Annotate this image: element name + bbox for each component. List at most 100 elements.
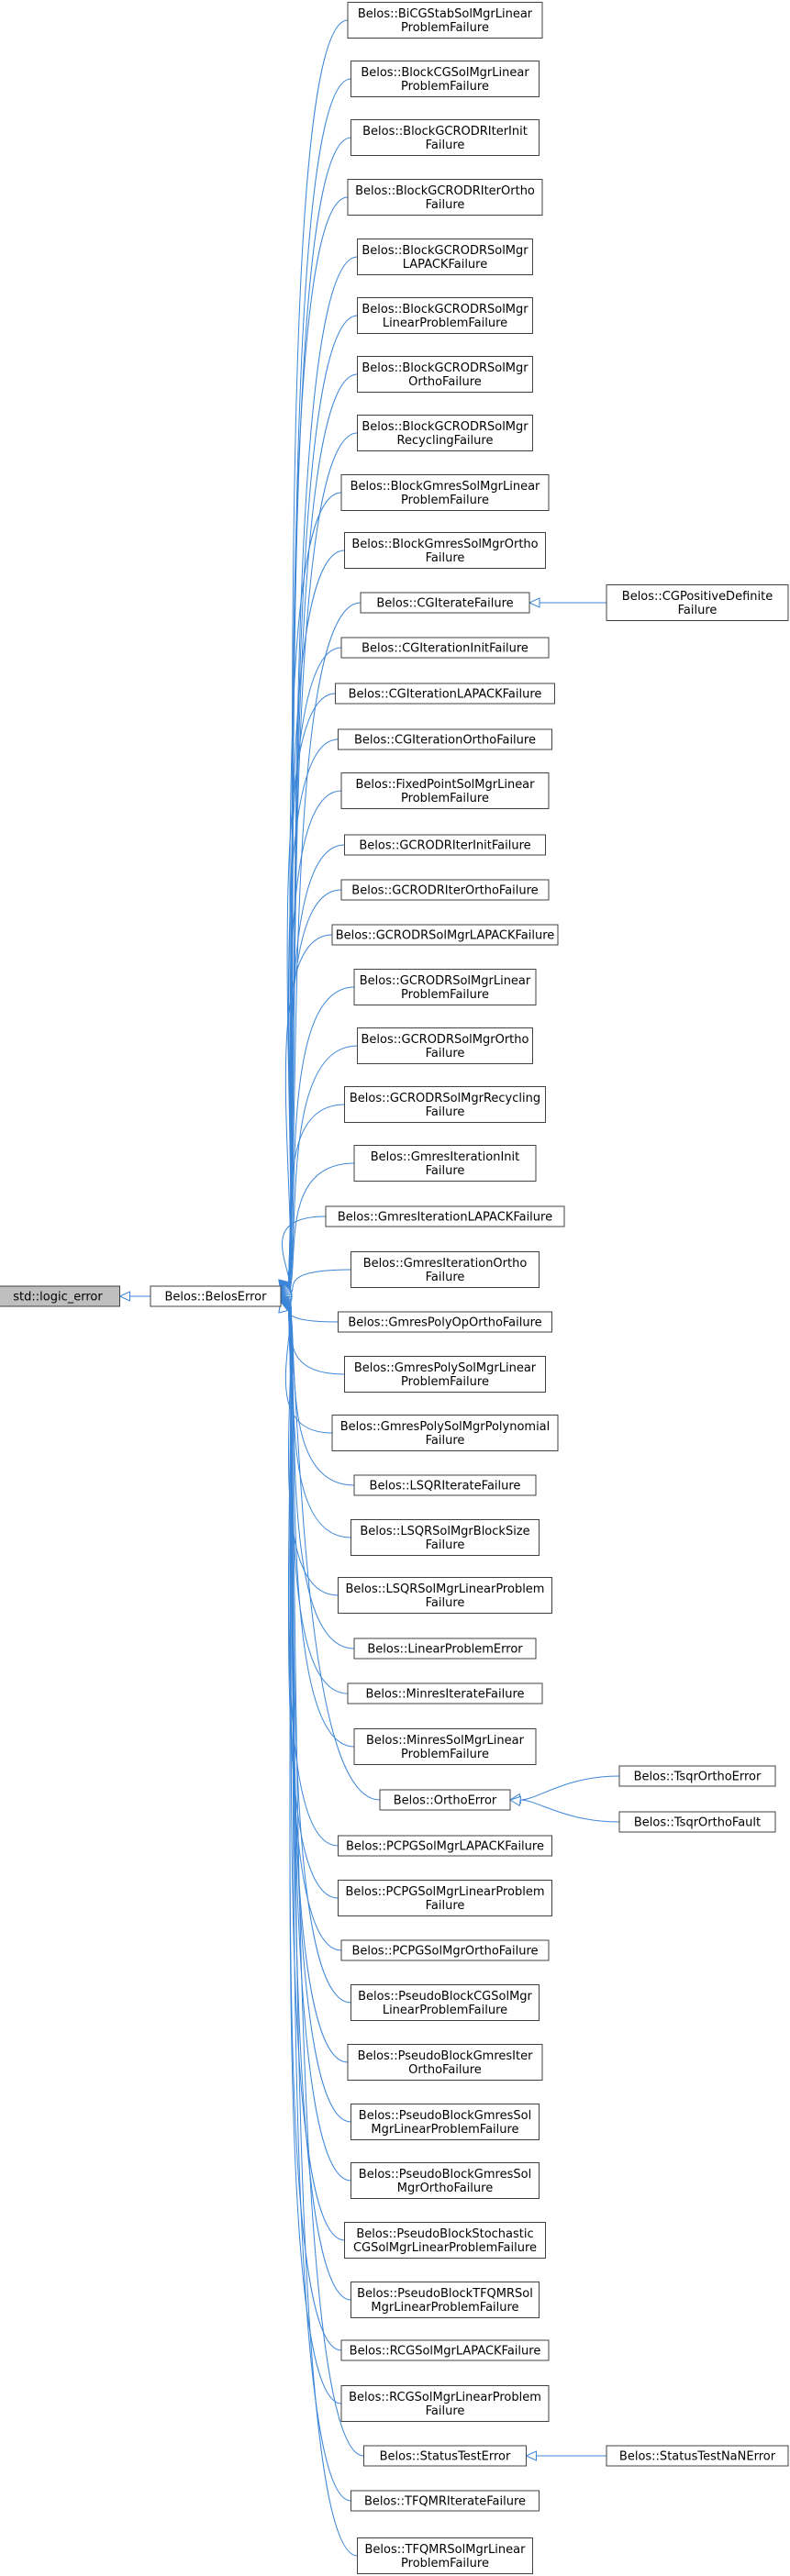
class-node-statustest-nan-box bbox=[606, 2445, 789, 2467]
class-node-pcpg-lapack[interactable]: Belos::PCPGSolMgrLAPACKFailure bbox=[338, 1835, 552, 1857]
class-node-gmres-init-box bbox=[353, 1145, 537, 1182]
class-node-gcrodr-init[interactable]: Belos::GCRODRIterInitFailure bbox=[344, 834, 546, 856]
class-node-pbstoch[interactable]: Belos::PseudoBlockStochasticCGSolMgrLine… bbox=[344, 2222, 546, 2259]
class-node-gcrodr-lapack[interactable]: Belos::GCRODRSolMgrLAPACKFailure bbox=[331, 924, 559, 946]
class-node-pbgmres-lp[interactable]: Belos::PseudoBlockGmresSolMgrLinearProbl… bbox=[350, 2104, 540, 2140]
logic-error-node-label-line: std::logic_error bbox=[13, 1291, 103, 1305]
class-node-gcrodr-lp-label-line: ProblemFailure bbox=[401, 988, 489, 1002]
class-node-pbtfqmr-box bbox=[350, 2282, 540, 2318]
class-node-pbstoch-label-line: Belos::PseudoBlockStochastic bbox=[356, 2227, 533, 2241]
class-node-lsqr-lp-label-line: Failure bbox=[426, 1596, 465, 1610]
class-node-rcg-lapack-label-line: Belos::RCGSolMgrLAPACKFailure bbox=[350, 2345, 541, 2359]
edge-minres-lp-to-base bbox=[287, 1298, 355, 1748]
class-node-cgortho[interactable]: Belos::CGIterationOrthoFailure bbox=[338, 728, 552, 750]
class-node-gmres-lapack[interactable]: Belos::GmresIterationLAPACKFailure bbox=[325, 1205, 565, 1227]
class-node-pbgmres-lp-label-line: Belos::PseudoBlockGmresSol bbox=[359, 2109, 531, 2123]
class-node-rcg-lp-label-line: Failure bbox=[426, 2404, 465, 2418]
class-node-pbgmres-ortho[interactable]: Belos::PseudoBlockGmresSolMgrOrthoFailur… bbox=[350, 2162, 540, 2199]
edge-lsqr-block-to-base bbox=[287, 1297, 351, 1538]
class-node-gmrespoly-lp[interactable]: Belos::GmresPolySolMgrLinearProblemFailu… bbox=[344, 1356, 546, 1393]
edge-lsqr-iter-to-base bbox=[287, 1296, 355, 1486]
class-node-pbtfqmr[interactable]: Belos::PseudoBlockTFQMRSolMgrLinearProbl… bbox=[350, 2282, 540, 2318]
class-node-minres-lp-box bbox=[353, 1728, 537, 1765]
edge-bicgstab-to-base bbox=[287, 19, 349, 1291]
logic-error-node[interactable]: std::logic_error bbox=[0, 1285, 120, 1307]
class-node-pcpg-ortho[interactable]: Belos::PCPGSolMgrOrthoFailure bbox=[340, 1939, 550, 1961]
class-node-bgcrodr-ortho-label-line: Failure bbox=[426, 198, 465, 212]
edge-gcrodr-lp-to-base bbox=[287, 986, 355, 1295]
class-node-tsqr-fault[interactable]: Belos::TsqrOrthoFault bbox=[618, 1811, 776, 1833]
class-node-pcpg-lapack-label-line: Belos::PCPGSolMgrLAPACKFailure bbox=[346, 1840, 544, 1854]
class-node-lp-error[interactable]: Belos::LinearProblemError bbox=[353, 1638, 537, 1660]
class-node-gcrodr-lp-box bbox=[353, 969, 537, 1005]
belos-error-node[interactable]: Belos::BelosError bbox=[150, 1285, 282, 1307]
edge-gmres-ortho-to-base bbox=[287, 1269, 351, 1297]
class-node-ortho-error[interactable]: Belos::OrthoError bbox=[379, 1789, 511, 1811]
edge-status-test-to-base bbox=[287, 1301, 364, 2457]
class-node-blockcg-label-line: Belos::BlockCGSolMgrLinear bbox=[361, 66, 529, 80]
class-node-tsqr-error-box bbox=[618, 1765, 776, 1787]
class-node-fixedpoint-label-line: Belos::FixedPointSolMgrLinear bbox=[355, 778, 535, 792]
class-node-tfqmr-iter[interactable]: Belos::TFQMRIterateFailure bbox=[350, 2490, 540, 2512]
class-node-bgcrodr-rec-label-line: Belos::BlockGCRODRSolMgr bbox=[362, 420, 529, 434]
class-node-bgcrodr-lp[interactable]: Belos::BlockGCRODRSolMgrLinearProblemFai… bbox=[357, 297, 533, 334]
class-node-pcpg-ortho-label-line: Belos::PCPGSolMgrOrthoFailure bbox=[351, 1945, 538, 1959]
class-node-tfqmr-lp-label-line: Belos::TFQMRSolMgrLinear bbox=[365, 2543, 527, 2557]
class-node-status-test[interactable]: Belos::StatusTestError bbox=[363, 2445, 527, 2467]
class-node-pbstoch-box bbox=[344, 2222, 546, 2259]
class-node-gmrespoly-op[interactable]: Belos::GmresPolyOpOrthoFailure bbox=[338, 1311, 552, 1333]
edge-gmrespoly-lp-to-base bbox=[287, 1296, 345, 1375]
class-node-cgortho-box bbox=[338, 728, 552, 750]
class-node-bgcrodr-orthof-label-line: OrthoFailure bbox=[408, 375, 482, 389]
class-node-gcrodr-ortho[interactable]: Belos::GCRODRIterOrthoFailure bbox=[340, 879, 550, 901]
class-node-rcg-lapack[interactable]: Belos::RCGSolMgrLAPACKFailure bbox=[340, 2339, 550, 2361]
class-node-pcpg-lp-box bbox=[338, 1880, 552, 1916]
class-node-statustest-nan[interactable]: Belos::StatusTestNaNError bbox=[606, 2445, 789, 2467]
class-node-bgcrodr-orthof-label-line: Belos::BlockGCRODRSolMgr bbox=[362, 361, 529, 375]
class-node-cglapack[interactable]: Belos::CGIterationLAPACKFailure bbox=[335, 683, 555, 705]
class-node-cgiterate[interactable]: Belos::CGIterateFailure bbox=[360, 592, 530, 614]
class-node-fixedpoint[interactable]: Belos::FixedPointSolMgrLinearProblemFail… bbox=[340, 772, 550, 809]
class-node-cginit[interactable]: Belos::CGIterationInitFailure bbox=[340, 637, 550, 659]
class-node-bgcrodr-ortho-box bbox=[347, 179, 543, 216]
class-node-bicgstab[interactable]: Belos::BiCGStabSolMgrLinearProblemFailur… bbox=[347, 2, 543, 39]
class-node-bgmres-lp[interactable]: Belos::BlockGmresSolMgrLinearProblemFail… bbox=[340, 474, 550, 511]
class-node-minres-iter-label-line: Belos::MinresIterateFailure bbox=[365, 1688, 524, 1702]
class-node-pbcg-lp[interactable]: Belos::PseudoBlockCGSolMgrLinearProblemF… bbox=[350, 1984, 540, 2021]
class-node-bgcrodr-orthof-box bbox=[357, 356, 533, 393]
class-node-tsqr-error[interactable]: Belos::TsqrOrthoError bbox=[618, 1765, 776, 1787]
class-node-minres-iter-box bbox=[347, 1682, 543, 1704]
class-node-minres-iter[interactable]: Belos::MinresIterateFailure bbox=[347, 1682, 543, 1704]
class-node-lsqr-iter[interactable]: Belos::LSQRIterateFailure bbox=[353, 1474, 537, 1496]
class-node-rcg-lapack-box bbox=[340, 2339, 550, 2361]
edge-gmrespoly-op-to-base bbox=[287, 1295, 339, 1323]
class-node-fixedpoint-label-line: ProblemFailure bbox=[401, 792, 489, 805]
edge-gcrodr-ortho-to-base bbox=[287, 889, 342, 1295]
class-node-lp-error-label-line: Belos::LinearProblemError bbox=[367, 1643, 523, 1657]
class-node-gmrespoly-lp-box bbox=[344, 1356, 546, 1393]
class-node-gcrodr-ortho-box bbox=[340, 879, 550, 901]
class-node-gcrodr-lp-label-line: Belos::GCRODRSolMgrLinear bbox=[360, 974, 531, 988]
